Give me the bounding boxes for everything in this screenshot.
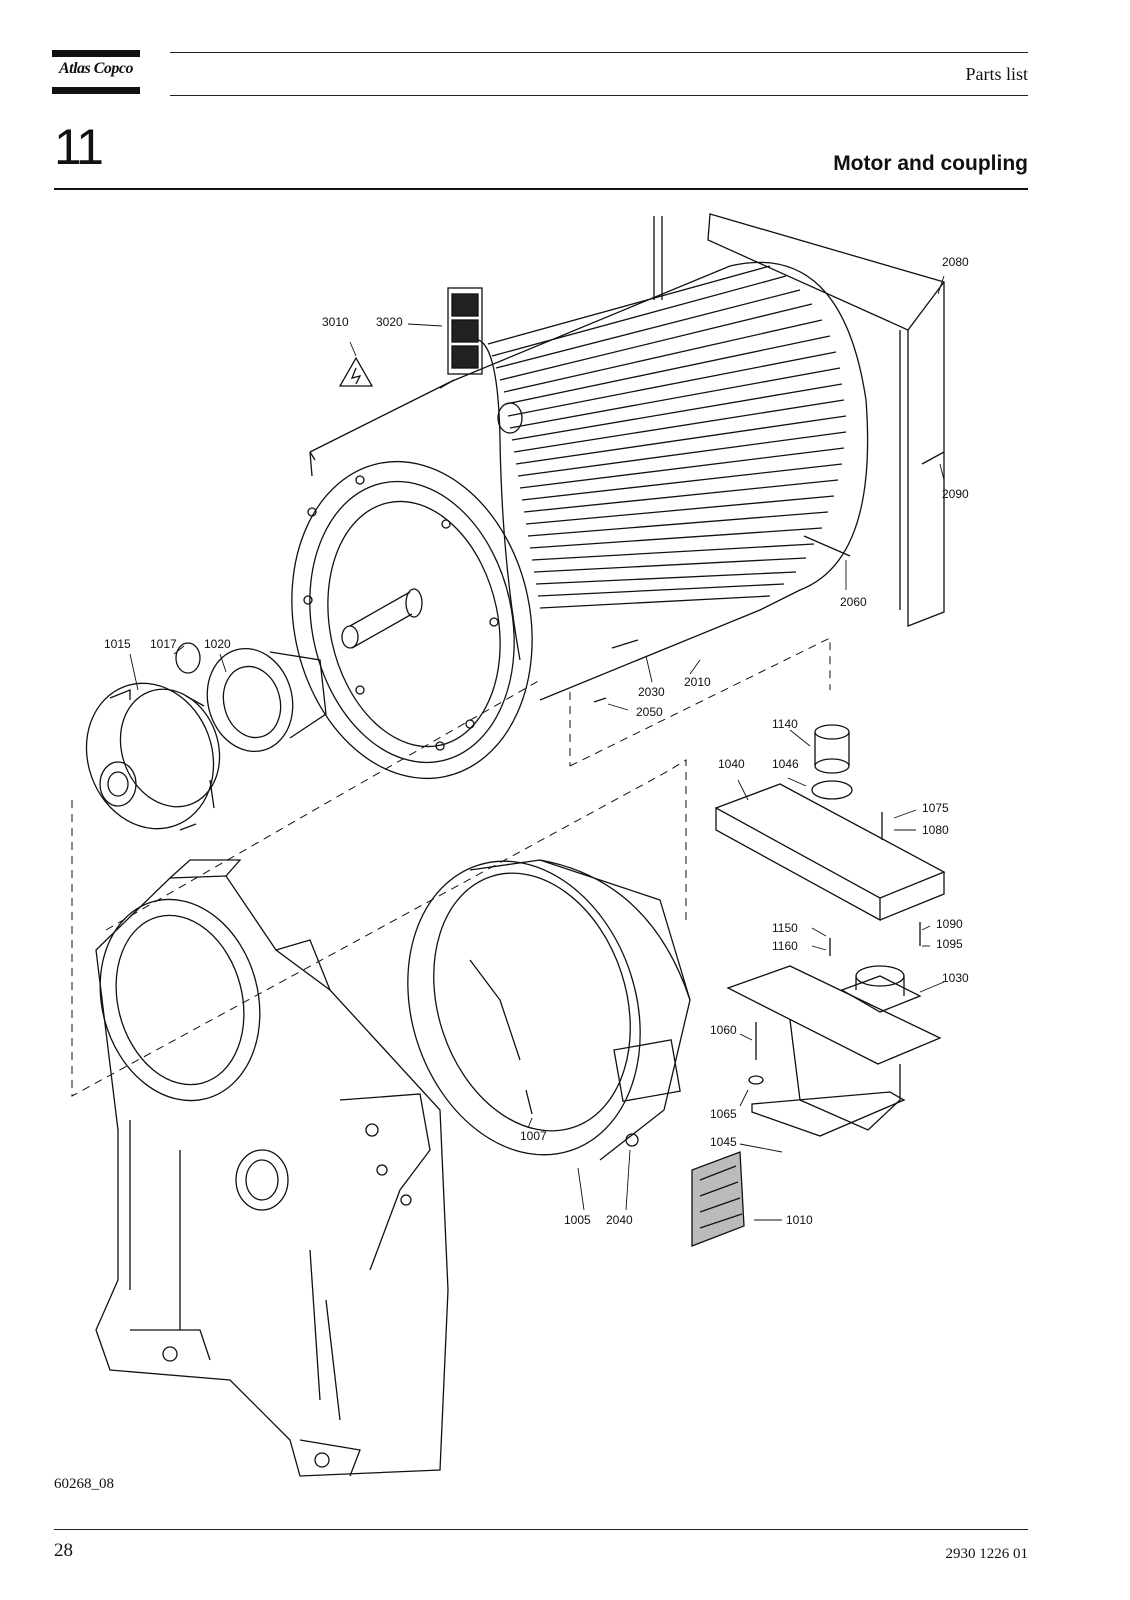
logo-bar-bottom [52,87,140,94]
label-1010: 1010 [786,1213,813,1227]
rubber-mount-1030 [840,965,922,1013]
motor-foot-1045 [726,965,942,1137]
label-2050: 2050 [636,705,663,719]
label-3010: 3010 [322,315,349,329]
label-2080: 2080 [942,255,969,269]
label-2010: 2010 [684,675,711,689]
atlas-copco-logo: Atlas Copco [52,50,140,94]
label-1020: 1020 [204,637,231,651]
plug-2040 [625,1133,639,1147]
lifting-eye [497,402,523,434]
washer-1046 [811,780,853,800]
label-2040: 2040 [606,1213,633,1227]
coupling-hub-1020 [206,647,327,753]
chapter-title-rule [54,188,1028,190]
bolt-1007 [525,1089,533,1115]
decal-3020 [447,287,483,375]
chapter-number: 11 [54,119,104,175]
label-1015: 1015 [104,637,131,651]
exploded-view-drawing: 3010 3020 2080 2090 2060 1015 1017 1020 … [71,213,969,1477]
coupling-1015 [85,682,221,831]
label-1060: 1060 [710,1023,737,1037]
label-1005: 1005 [564,1213,591,1227]
chapter-title: Motor and coupling [833,152,1028,175]
part-labels: 3010 3020 2080 2090 2060 1015 1017 1020 … [104,255,969,1227]
label-1040: 1040 [718,757,745,771]
compressor-frame [95,859,449,1477]
bolt-2050 [593,697,607,703]
label-1030: 1030 [942,971,969,985]
motor-rear-plate [653,213,945,627]
bracket-1040 [714,783,946,922]
label-1160: 1160 [772,939,798,953]
label-1065: 1065 [710,1107,737,1121]
spacer-1140 [814,724,850,774]
page-number: 28 [54,1540,73,1561]
label-1045: 1045 [710,1135,737,1149]
motor-front-flange [291,460,533,780]
label-2090: 2090 [942,487,969,501]
label-1150: 1150 [772,921,798,935]
washer-1065 [748,1075,764,1085]
document-number: 2930 1226 01 [945,1546,1029,1562]
element-1017 [175,642,201,674]
label-2030: 2030 [638,685,665,699]
section-label: Parts list [965,64,1028,84]
header-rule-bottom [170,95,1028,96]
pin-2060 [803,535,851,557]
label-1090: 1090 [936,917,963,931]
footer-rule [54,1529,1028,1530]
adapter-housing-1005 [407,859,691,1161]
header-rule-top [170,52,1028,53]
label-1075: 1075 [922,801,949,815]
label-1095: 1095 [936,937,963,951]
bolt-2030 [611,639,639,649]
label-3020: 3020 [376,315,403,329]
label-2060: 2060 [840,595,867,609]
label-1017: 1017 [150,637,177,651]
logo-text: Atlas Copco [58,60,134,77]
label-1140: 1140 [772,717,798,731]
motor-body [309,261,869,701]
label-1007: 1007 [520,1129,547,1143]
leader-lines [129,275,945,1221]
warning-triangle [338,356,374,387]
label-1080: 1080 [922,823,949,837]
figure-id: 60268_08 [54,1476,114,1492]
label-1046: 1046 [772,757,799,771]
screen-1010 [691,1151,745,1247]
assembly-lines [71,637,831,1097]
logo-bar-top [52,50,140,57]
bolt-2090 [921,451,945,465]
